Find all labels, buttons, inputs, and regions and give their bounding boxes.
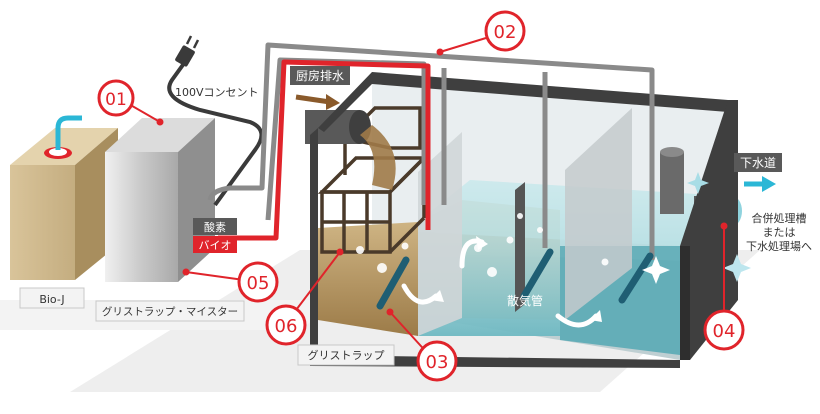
callout-02-number: 02 bbox=[494, 22, 517, 43]
bio-line bbox=[218, 59, 431, 241]
leader-dots bbox=[156, 48, 728, 316]
label-meister: グリストラップ・マイスター bbox=[102, 305, 238, 318]
callout-01-number: 01 bbox=[105, 90, 127, 110]
diffuser-pipe bbox=[376, 248, 654, 310]
label-100v-outlet: 100Vコンセント bbox=[175, 86, 259, 99]
kitchen-drain-arrow bbox=[295, 94, 340, 110]
label-destination-line1: 合併処理槽 bbox=[752, 211, 807, 225]
label-bio-bg bbox=[193, 236, 237, 253]
label-bio: バイオ bbox=[199, 239, 232, 252]
label-bio-j-bg bbox=[19, 287, 85, 309]
label-grease-trap-bg bbox=[297, 344, 395, 366]
callout-06-number: 06 bbox=[275, 316, 298, 337]
grease-trap-meister bbox=[105, 118, 215, 282]
callout-05: 05 bbox=[237, 261, 279, 303]
label-bio-j: Bio-J bbox=[39, 293, 64, 306]
label-diffuser: 散気管 bbox=[507, 293, 543, 308]
callout-01: 01 bbox=[97, 79, 135, 117]
label-oxygen: 酸素 bbox=[204, 220, 226, 234]
label-kitchen-drain: 厨房排水 bbox=[296, 68, 344, 83]
grease-trap-tank bbox=[305, 72, 742, 368]
bio-j-box bbox=[10, 115, 118, 280]
label-destination-line2: または bbox=[763, 226, 796, 239]
sewer-arrow bbox=[744, 176, 776, 192]
callout-04: 04 bbox=[703, 309, 745, 351]
callout-06: 06 bbox=[265, 304, 307, 346]
label-destination-line3: 下水処理場へ bbox=[746, 240, 812, 253]
callout-03: 03 bbox=[416, 340, 458, 382]
leader-lines bbox=[126, 37, 725, 357]
power-cord bbox=[167, 35, 264, 207]
label-sewer: 下水道 bbox=[740, 156, 776, 170]
flow-arrows bbox=[401, 236, 602, 328]
partition-3 bbox=[565, 108, 632, 320]
inlet-pipe bbox=[305, 110, 396, 190]
callout-02: 02 bbox=[484, 10, 526, 52]
callout-04-number: 04 bbox=[713, 321, 736, 342]
callout-05-number: 05 bbox=[247, 273, 270, 294]
label-grease-trap: グリストラップ bbox=[308, 348, 385, 362]
label-oxygen-bg bbox=[193, 218, 237, 235]
label-sewer-bg bbox=[734, 153, 782, 172]
callout-03-number: 03 bbox=[426, 352, 449, 373]
label-kitchen-drain-bg bbox=[290, 66, 350, 85]
pipe-bundle bbox=[207, 42, 655, 260]
label-meister-bg bbox=[95, 300, 245, 322]
sparkles bbox=[642, 172, 751, 284]
